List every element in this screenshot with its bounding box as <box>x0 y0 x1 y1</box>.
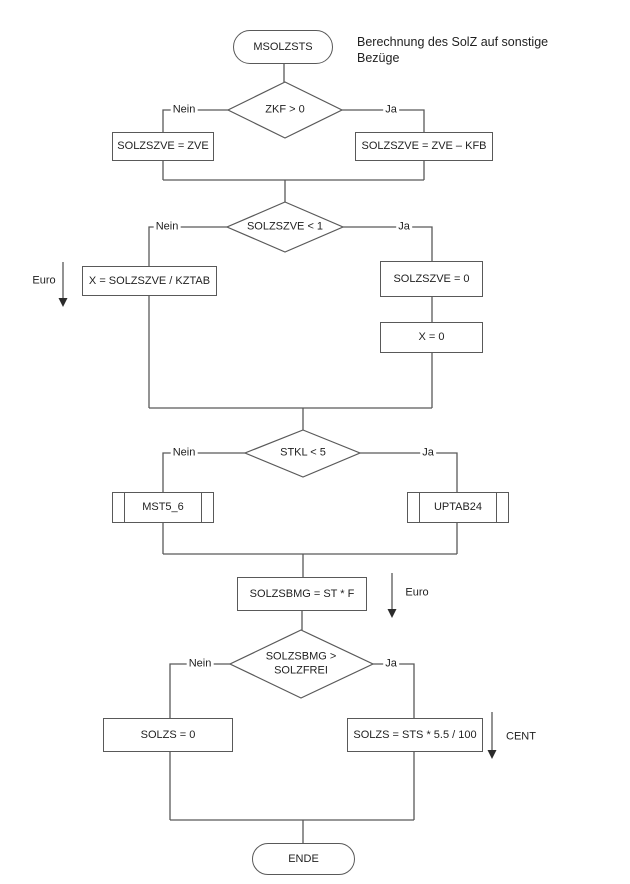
subroutine-label: UPTAB24 <box>433 501 483 514</box>
process-x-solzszve-kztab: X = SOLZSZVE / KZTAB <box>82 266 217 296</box>
decision3-yes-label: Ja <box>420 446 436 459</box>
chart-title: Berechnung des SolZ auf sonstige Bezüge <box>357 35 549 66</box>
decision4-no-label: Nein <box>186 657 214 670</box>
subroutine-mst5-6: MST5_6 <box>112 492 214 523</box>
decision2-no-label: Nein <box>153 220 181 233</box>
process-label: SOLZS = 0 <box>140 728 196 741</box>
cent-arrowhead <box>487 750 497 759</box>
edge-d2-nein <box>148 226 227 266</box>
process-solzszve-zve-kfb: SOLZSZVE = ZVE – KFB <box>355 132 493 161</box>
process-label: SOLZSZVE = ZVE <box>117 140 209 153</box>
subroutine-bar-right <box>201 493 202 522</box>
start-terminator: MSOLZSTS <box>233 30 333 64</box>
process-x-0: X = 0 <box>380 322 483 353</box>
annotation-arrows <box>58 262 497 759</box>
end-terminator: ENDE <box>252 843 355 875</box>
decision-diamond-1 <box>226 81 344 139</box>
subroutine-bar-left <box>419 493 420 522</box>
euro-left-arrowhead <box>58 298 68 307</box>
subroutine-uptab24: UPTAB24 <box>407 492 509 523</box>
process-label: SOLZSZVE = 0 <box>393 272 470 285</box>
process-label: SOLZSBMG = ST * F <box>249 587 355 600</box>
start-label: MSOLZSTS <box>253 40 313 53</box>
process-solzszve-0: SOLZSZVE = 0 <box>380 261 483 297</box>
cent-annotation: CENT <box>506 730 536 743</box>
decision3-label: STKL < 5 <box>280 446 326 459</box>
decision1-label: ZKF > 0 <box>265 103 305 116</box>
edge-d4-ja <box>373 663 415 718</box>
subroutine-bar-right <box>496 493 497 522</box>
euro-left-annotation: Euro <box>32 274 56 287</box>
decision2-yes-label: Ja <box>396 220 412 233</box>
edge-d2-ja <box>343 226 433 261</box>
process-solzsbmg-st-f: SOLZSBMG = ST * F <box>237 577 367 611</box>
decision4-label: SOLZSBMG > SOLZFREI <box>265 650 337 677</box>
process-solzs-sts: SOLZS = STS * 5.5 / 100 <box>347 718 483 752</box>
edge-d3-ja <box>360 452 458 492</box>
decision3-no-label: Nein <box>170 446 198 459</box>
process-solzs-0: SOLZS = 0 <box>103 718 233 752</box>
euro-right-annotation: Euro <box>405 586 429 599</box>
process-label: SOLZSZVE = ZVE – KFB <box>361 140 487 153</box>
process-label: SOLZS = STS * 5.5 / 100 <box>353 728 477 741</box>
edge-d3-nein <box>162 452 245 492</box>
decision1-no-label: Nein <box>170 103 198 116</box>
decision2-label: SOLZSZVE < 1 <box>246 220 324 233</box>
subroutine-label: MST5_6 <box>142 501 184 514</box>
edge-d1-ja <box>342 109 425 132</box>
euro-right-arrowhead <box>387 609 397 618</box>
decision4-yes-label: Ja <box>383 657 399 670</box>
decision-diamond-3 <box>243 429 362 478</box>
process-label: X = 0 <box>418 331 445 344</box>
edge-d1-nein <box>162 109 228 132</box>
subroutine-bar-left <box>124 493 125 522</box>
decision1-yes-label: Ja <box>383 103 399 116</box>
edge-d4-nein <box>169 663 230 718</box>
process-label: X = SOLZSZVE / KZTAB <box>88 274 211 287</box>
decision-diamond-2 <box>225 201 345 253</box>
end-label: ENDE <box>288 852 319 865</box>
decision-diamonds <box>225 81 375 699</box>
decision-diamond-4 <box>228 629 375 699</box>
edges <box>148 64 458 843</box>
process-solzszve-zve: SOLZSZVE = ZVE <box>112 132 214 161</box>
